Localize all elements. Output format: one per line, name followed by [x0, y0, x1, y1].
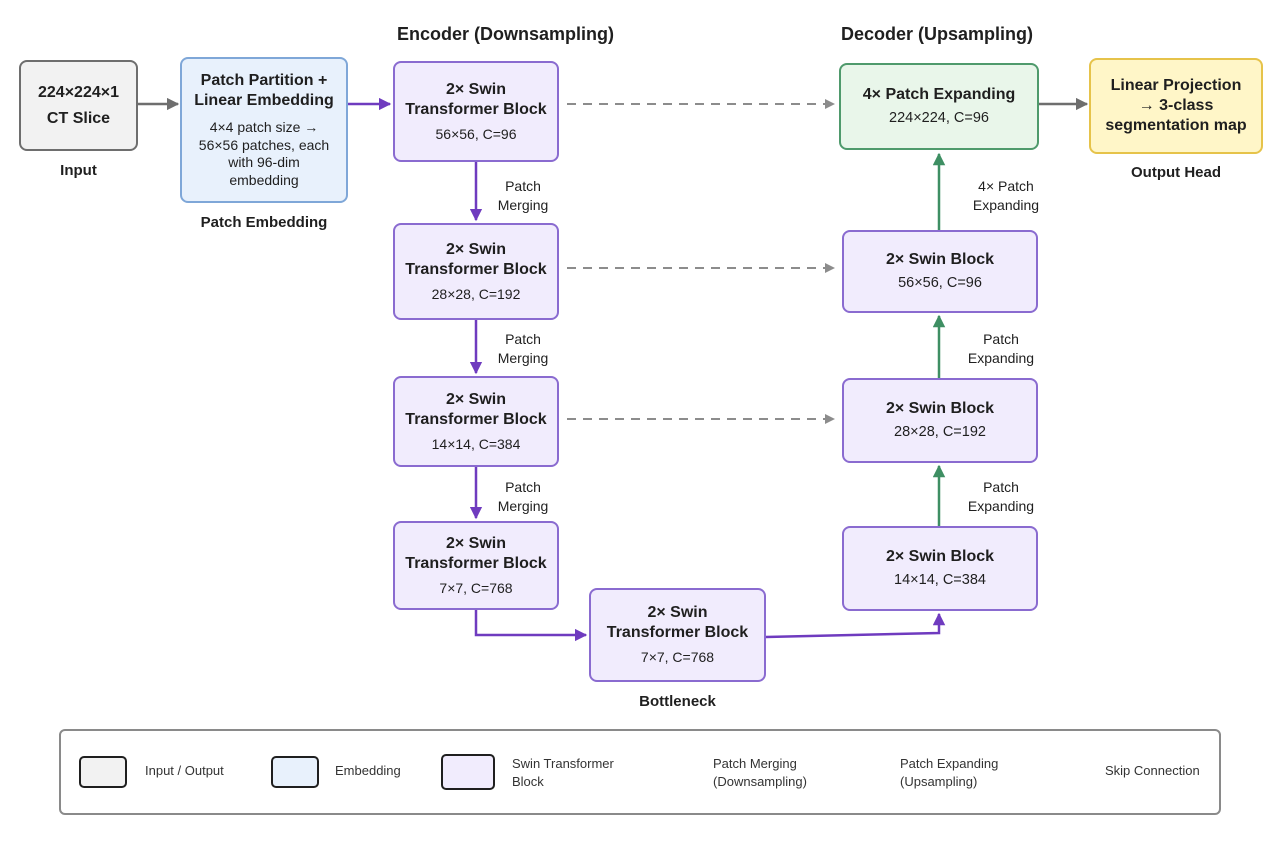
merging-label-2: Patch Merging [497, 331, 549, 366]
input-node: 224×224×1 CT Slice [19, 60, 138, 151]
encoder-block-3: 2× Swin Transformer Block 14×14, C=384 [393, 376, 559, 467]
output-head-node: Linear Projection → 3-class segmentation… [1089, 58, 1263, 154]
embedding-label: Patch Embedding [200, 214, 328, 231]
decoder-heading: Decoder (Upsampling) [841, 24, 1034, 44]
bottleneck-line2: Transformer Block [606, 624, 749, 642]
legend: Input / Output Embedding Swin Transforme… [59, 729, 1221, 815]
arrow-encoder-to-bottleneck [474, 610, 588, 642]
decoder-block-1-dims: 224×224, C=96 [889, 110, 989, 127]
output-title: Linear Projection → 3-class segmentation… [1105, 77, 1247, 134]
encoder-heading: Encoder (Downsampling) [397, 24, 615, 44]
decoder-block-3-dims: 28×28, C=192 [894, 424, 986, 441]
bottleneck-dims: 7×7, C=768 [640, 649, 715, 666]
encoder-block-3-line2: Transformer Block [405, 410, 547, 428]
input-type: CT Slice [46, 109, 111, 127]
legend-skip-text: Skip Connection [1105, 763, 1200, 778]
decoder-block-1-title: 4× Patch Expanding [862, 86, 1016, 104]
encoder-block-3-dims: 14×14, C=384 [431, 435, 521, 452]
legend-swin-swatch [441, 754, 495, 790]
encoder-block-1: 2× Swin Transformer Block 56×56, C=96 [393, 61, 559, 162]
legend-merging-text: Patch Merging (Downsampling) [713, 756, 807, 790]
decoder-patch-expanding-node: 4× Patch Expanding 224×224, C=96 [839, 63, 1039, 150]
expanding-label-1: 4× Patch Expanding [972, 178, 1040, 213]
encoder-block-1-line2: Transformer Block [405, 100, 547, 118]
decoder-block-4-dims: 14×14, C=384 [894, 572, 986, 589]
legend-embedding-swatch [271, 756, 319, 788]
decoder-block-4-title: 2× Swin Block [885, 548, 995, 566]
encoder-block-4-line1: 2× Swin [445, 534, 507, 552]
legend-io-text: Input / Output [145, 763, 224, 778]
expanding-label-3: Patch Expanding [967, 479, 1035, 514]
encoder-block-2-dims: 28×28, C=192 [431, 285, 521, 302]
merging-label-1: Patch Merging [497, 178, 549, 213]
merging-label-3: Patch Merging [497, 479, 549, 514]
decoder-block-3: 2× Swin Block 28×28, C=192 [842, 378, 1038, 463]
encoder-block-1-line1: 2× Swin [445, 80, 507, 98]
bottleneck-label: Bottleneck [639, 693, 716, 710]
encoder-block-3-line1: 2× Swin [445, 390, 507, 408]
encoder-block-2-line2: Transformer Block [405, 260, 547, 278]
bottleneck-block: 2× Swin Transformer Block 7×7, C=768 [589, 588, 766, 682]
encoder-block-4: 2× Swin Transformer Block 7×7, C=768 [393, 521, 559, 610]
decoder-block-4: 2× Swin Block 14×14, C=384 [842, 526, 1038, 611]
encoder-block-1-dims: 56×56, C=96 [435, 125, 517, 142]
embedding-title: Patch Partition + Linear Embedding [194, 72, 334, 109]
legend-swin-text: Swin Transformer Block [512, 756, 614, 790]
bottleneck-line1: 2× Swin [647, 604, 708, 622]
arrow-bottleneck-to-decoder [765, 612, 946, 639]
input-label: Input [60, 162, 97, 179]
patch-embedding-node: Patch Partition + Linear Embedding 4×4 p… [180, 57, 348, 203]
encoder-block-4-dims: 7×7, C=768 [439, 579, 513, 596]
expanding-label-2: Patch Expanding [967, 331, 1035, 366]
legend-io-swatch [79, 756, 127, 788]
output-label: Output Head [1131, 164, 1221, 181]
legend-embedding-text: Embedding [335, 763, 401, 778]
encoder-block-2: 2× Swin Transformer Block 28×28, C=192 [393, 223, 559, 320]
decoder-block-2-title: 2× Swin Block [885, 251, 995, 269]
encoder-block-4-line2: Transformer Block [405, 554, 547, 572]
decoder-block-2: 2× Swin Block 56×56, C=96 [842, 230, 1038, 313]
input-size: 224×224×1 [38, 83, 119, 101]
legend-expanding-text: Patch Expanding (Upsampling) [900, 756, 999, 790]
embedding-desc: 4×4 patch size → 56×56 patches, each wit… [198, 119, 330, 188]
encoder-block-2-line1: 2× Swin [445, 240, 507, 258]
decoder-block-3-title: 2× Swin Block [885, 400, 995, 418]
decoder-block-2-dims: 56×56, C=96 [898, 275, 982, 292]
